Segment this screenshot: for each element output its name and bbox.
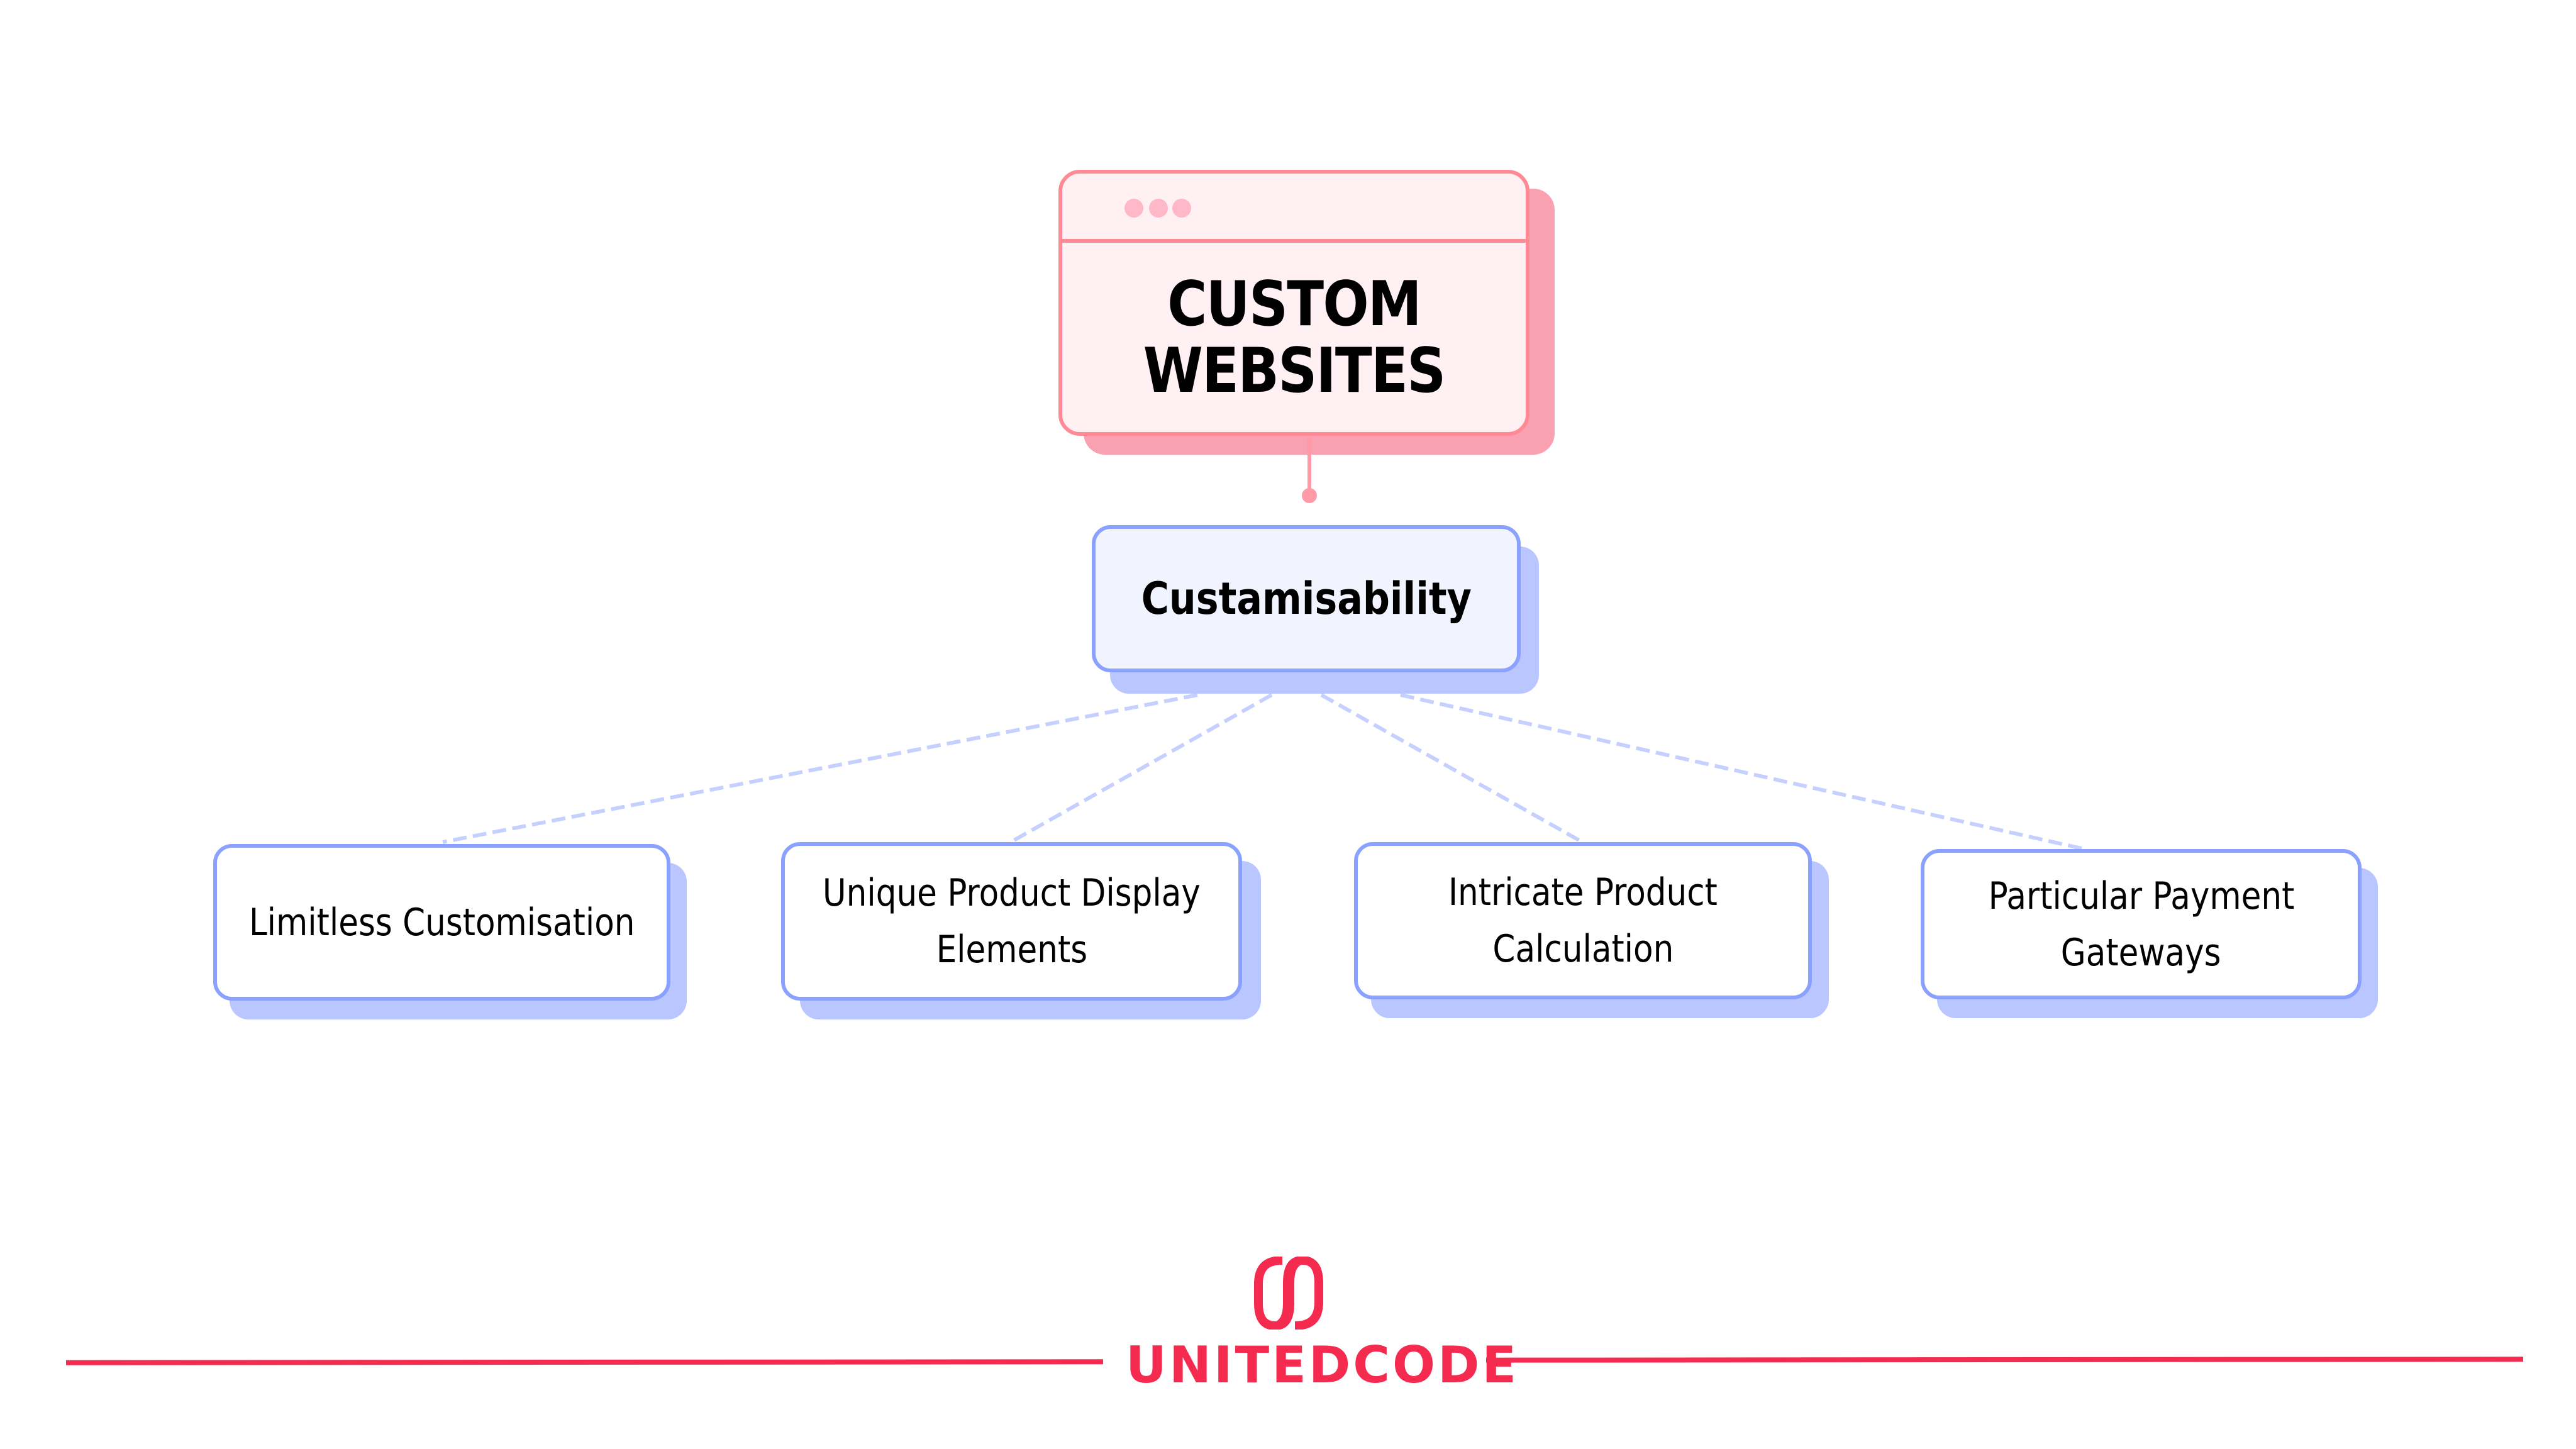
root-to-category-connector	[1307, 438, 1311, 494]
leaf-node-label-line-2: Gateways	[2061, 930, 2221, 975]
browser-window-header	[1062, 174, 1526, 243]
leaf-node-label-line-1: Unique Product Display	[823, 871, 1201, 915]
unitedcode-logo-icon	[1254, 1257, 1323, 1330]
root-node-custom-websites: CUSTOM WEBSITES	[1058, 170, 1530, 436]
leaf-node-particular-payment-gateways: Particular Payment Gateways	[1921, 849, 2362, 999]
footer-divider-right	[1485, 1357, 2524, 1363]
window-dot-icon	[1172, 199, 1191, 218]
connector-category-leaf-4	[1400, 693, 2085, 851]
window-dot-icon	[1124, 199, 1143, 218]
leaf-node-limitless-customisation: Limitless Customisation	[213, 844, 670, 1001]
leaf-node-label-line-1: Intricate Product	[1448, 870, 1718, 914]
leaf-node-unique-product-display-elements: Unique Product Display Elements	[781, 842, 1242, 1001]
leaf-node-label-line-2: Elements	[936, 928, 1087, 972]
brand-wordmark: UNITEDCODE	[1126, 1336, 1519, 1394]
category-node-label: Custamisability	[1141, 573, 1472, 625]
connector-category-leaf-2	[1009, 693, 1273, 844]
window-dot-icon	[1149, 199, 1168, 218]
leaf-node-intricate-product-calculation: Intricate Product Calculation	[1354, 842, 1812, 999]
connector-dot-icon	[1302, 488, 1317, 503]
root-node-title: CUSTOM WEBSITES	[1143, 243, 1446, 432]
connector-category-leaf-1	[442, 693, 1198, 844]
connector-category-leaf-3	[1320, 693, 1584, 844]
category-node-custamisability: Custamisability	[1092, 525, 1521, 672]
root-title-line-2: WEBSITES	[1143, 335, 1446, 407]
leaf-node-label-line-1: Particular Payment	[1988, 874, 2294, 918]
footer-divider-left	[65, 1359, 1104, 1365]
leaf-node-label-line-2: Calculation	[1492, 927, 1674, 971]
leaf-node-label: Limitless Customisation	[248, 900, 635, 945]
root-title-line-1: CUSTOM	[1167, 268, 1422, 340]
